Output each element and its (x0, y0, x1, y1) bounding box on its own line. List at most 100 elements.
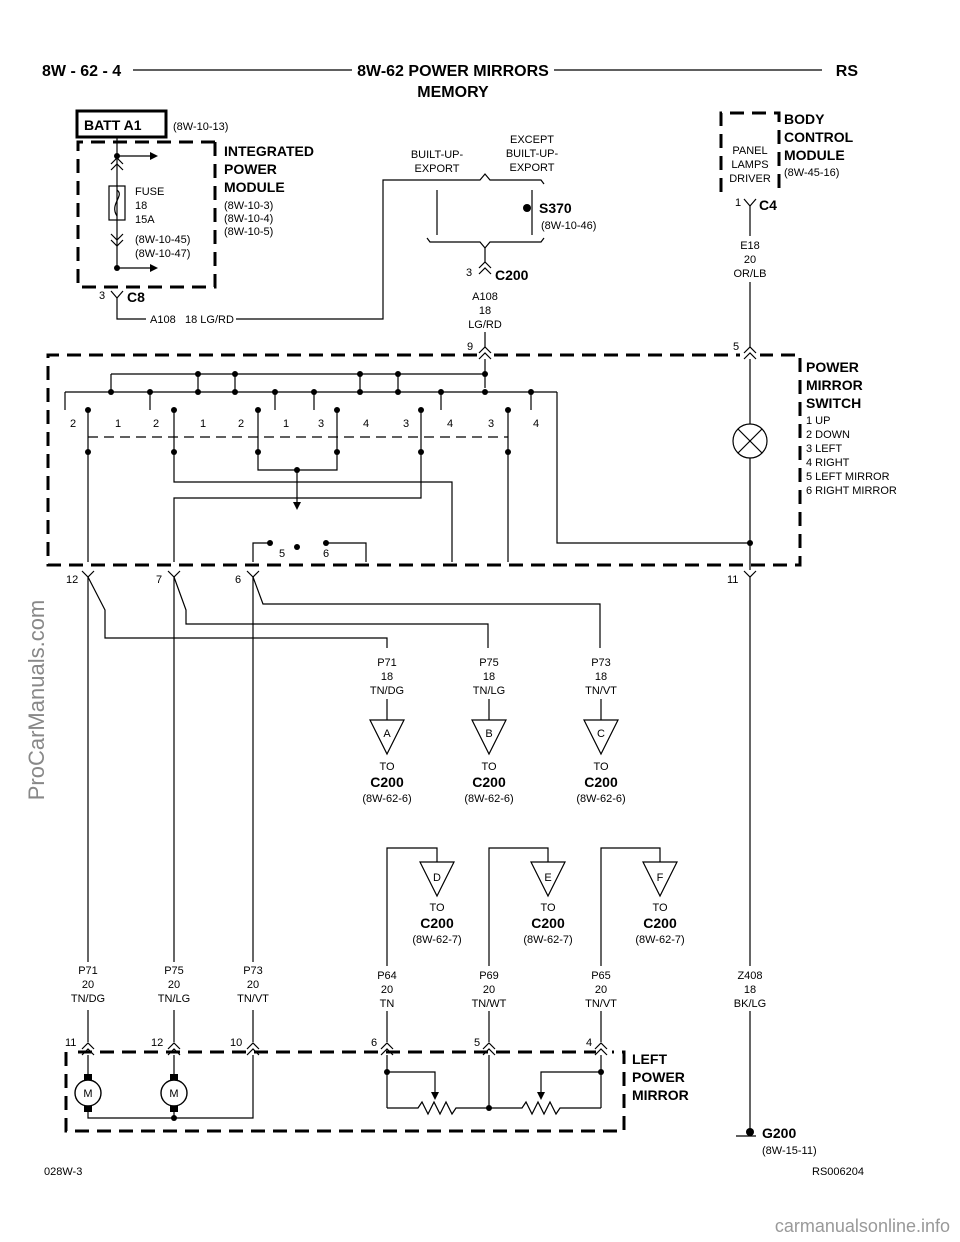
page-subtitle: MEMORY (417, 84, 489, 101)
splice-d-conn: C200 (420, 915, 454, 931)
wire-p64-0: P64 (377, 970, 397, 982)
splice-f-marker (642, 861, 678, 898)
c4-connector: C4 (759, 197, 777, 213)
wire-p75-0: P75 (164, 965, 184, 977)
switch-pin-7: 7 (156, 574, 162, 586)
body-control-module: PANEL LAMPS DRIVER BODY CONTROL MODULE (… (719, 111, 854, 348)
ipm-ref-1: (8W-10-4) (224, 213, 273, 225)
splice-c-marker (583, 719, 619, 756)
ipm-ref-2: (8W-10-5) (224, 226, 273, 238)
integrated-power-module: BATT A1 (8W-10-13) FUSE 18 15A (8W-10-45… (75, 109, 427, 326)
mirror-wire-labels: P71 20 TN/DG P75 20 TN/LG P73 20 TN/VT P… (71, 577, 766, 1130)
bcm-title-1: CONTROL (784, 129, 854, 145)
splice-c-wire-1: 18 (595, 671, 607, 683)
splice-b-wire-2: TN/LG (473, 685, 505, 697)
contact-label: 4 (447, 418, 453, 430)
fuse-line-2: 15A (135, 214, 155, 226)
ground-g200: G200 (8W-15-11) (736, 1125, 817, 1157)
splice-b-wire-1: 18 (483, 671, 495, 683)
option-built-up-0: BUILT-UP- (411, 149, 464, 161)
c200-label: C200 (495, 267, 529, 283)
switch-legend-4: 5 LEFT MIRROR (806, 471, 890, 483)
s370-label: S370 (539, 200, 572, 216)
splice-c-letter: C (597, 728, 605, 740)
splice-e-letter: E (544, 872, 551, 884)
batt-a1-box (75, 109, 168, 139)
a108-main-gauge: 18 LG/RD (185, 314, 234, 326)
mirror-pin-12: 12 (151, 1037, 163, 1049)
splice-c-wire-2: TN/VT (585, 685, 617, 697)
fuse-line-0: FUSE (135, 186, 164, 198)
switch-pin-6: 6 (235, 574, 241, 586)
wire-p69-1: 20 (483, 984, 495, 996)
splice-a-marker (369, 719, 405, 756)
option-except-1: BUILT-UP- (506, 148, 559, 160)
fuse-line-4: (8W-10-47) (135, 248, 190, 260)
wire-p73-2: TN/VT (237, 993, 269, 1005)
switch-pin-5: 5 (733, 341, 739, 353)
contact-label: 2 (70, 418, 76, 430)
switch-legend-2: 3 LEFT (806, 443, 842, 455)
section-code: RS (836, 63, 859, 80)
wire-z408-2: BK/LG (734, 998, 766, 1010)
splice-c-to: TO (593, 761, 609, 773)
s370-ref: (8W-10-46) (541, 220, 596, 232)
fuse-line-3: (8W-10-45) (135, 234, 190, 246)
fuse-symbol (108, 185, 126, 221)
bcm-ref: (8W-45-16) (784, 167, 839, 179)
switch-pin-9: 9 (467, 341, 473, 353)
splice-d-ref: (8W-62-7) (412, 934, 461, 946)
splice-a-ref: (8W-62-6) (362, 793, 411, 805)
bcm-driver-2: DRIVER (729, 173, 771, 185)
contact-label: 2 (153, 418, 159, 430)
motor-1-label: M (83, 1088, 92, 1100)
splice-d-letter: D (433, 872, 441, 884)
selector-label: 6 (323, 548, 329, 560)
splice-b-ref: (8W-62-6) (464, 793, 513, 805)
e18-wire-0: E18 (740, 240, 760, 252)
contact-label: 2 (238, 418, 244, 430)
option-built-up-1: EXPORT (414, 163, 459, 175)
c200-wire-1: 18 (479, 305, 491, 317)
switch-legend-1: 2 DOWN (806, 429, 850, 441)
contact-label: 3 (403, 418, 409, 430)
contact-label: 4 (533, 418, 539, 430)
c200-wire-0: A108 (472, 291, 498, 303)
e18-wire-2: OR/LB (733, 268, 766, 280)
mirror-title-2: MIRROR (632, 1087, 689, 1103)
mirror-title-1: POWER (632, 1069, 685, 1085)
mirror-pin-10: 10 (230, 1037, 242, 1049)
ipm-title-2: MODULE (224, 179, 285, 195)
footer-code-right: RS006204 (812, 1166, 864, 1178)
splice-e-marker (530, 861, 566, 898)
power-mirror-switch: POWER MIRROR SWITCH 1 UP 2 DOWN 3 LEFT 4… (46, 341, 897, 586)
c200-wire-2: LG/RD (468, 319, 502, 331)
option-except-0: EXCEPT (510, 134, 554, 146)
ipm-title-1: POWER (224, 161, 277, 177)
wire-p69-0: P69 (479, 970, 499, 982)
bottom-watermark: carmanualsonline.info (775, 1216, 950, 1236)
selector-label: 5 (279, 548, 285, 560)
wire-p71-2: TN/DG (71, 993, 105, 1005)
bcm-title-2: MODULE (784, 147, 845, 163)
batt-a1-ref: (8W-10-13) (173, 121, 228, 133)
header: 8W - 62 - 4 8W-62 POWER MIRRORS MEMORY R… (42, 63, 858, 101)
splice-d-to: TO (429, 902, 445, 914)
motor-2-label: M (169, 1088, 178, 1100)
splice-c-wire-0: P73 (591, 657, 611, 669)
switch-pin-11: 11 (727, 574, 738, 586)
splice-d-marker (419, 861, 455, 898)
splice-c-conn: C200 (584, 774, 618, 790)
wire-p65-2: TN/VT (585, 998, 617, 1010)
footer-code-left: 028W-3 (44, 1166, 82, 1178)
c200-pin: 3 (466, 267, 472, 279)
switch-legend-5: 6 RIGHT MIRROR (806, 485, 897, 497)
splice-b-conn: C200 (472, 774, 506, 790)
contact-label: 1 (283, 418, 289, 430)
wire-p69-2: TN/WT (472, 998, 507, 1010)
splice-e-conn: C200 (531, 915, 565, 931)
splice-b-wire-0: P75 (479, 657, 499, 669)
splice-b-to: TO (481, 761, 497, 773)
wire-p64-1: 20 (381, 984, 393, 996)
